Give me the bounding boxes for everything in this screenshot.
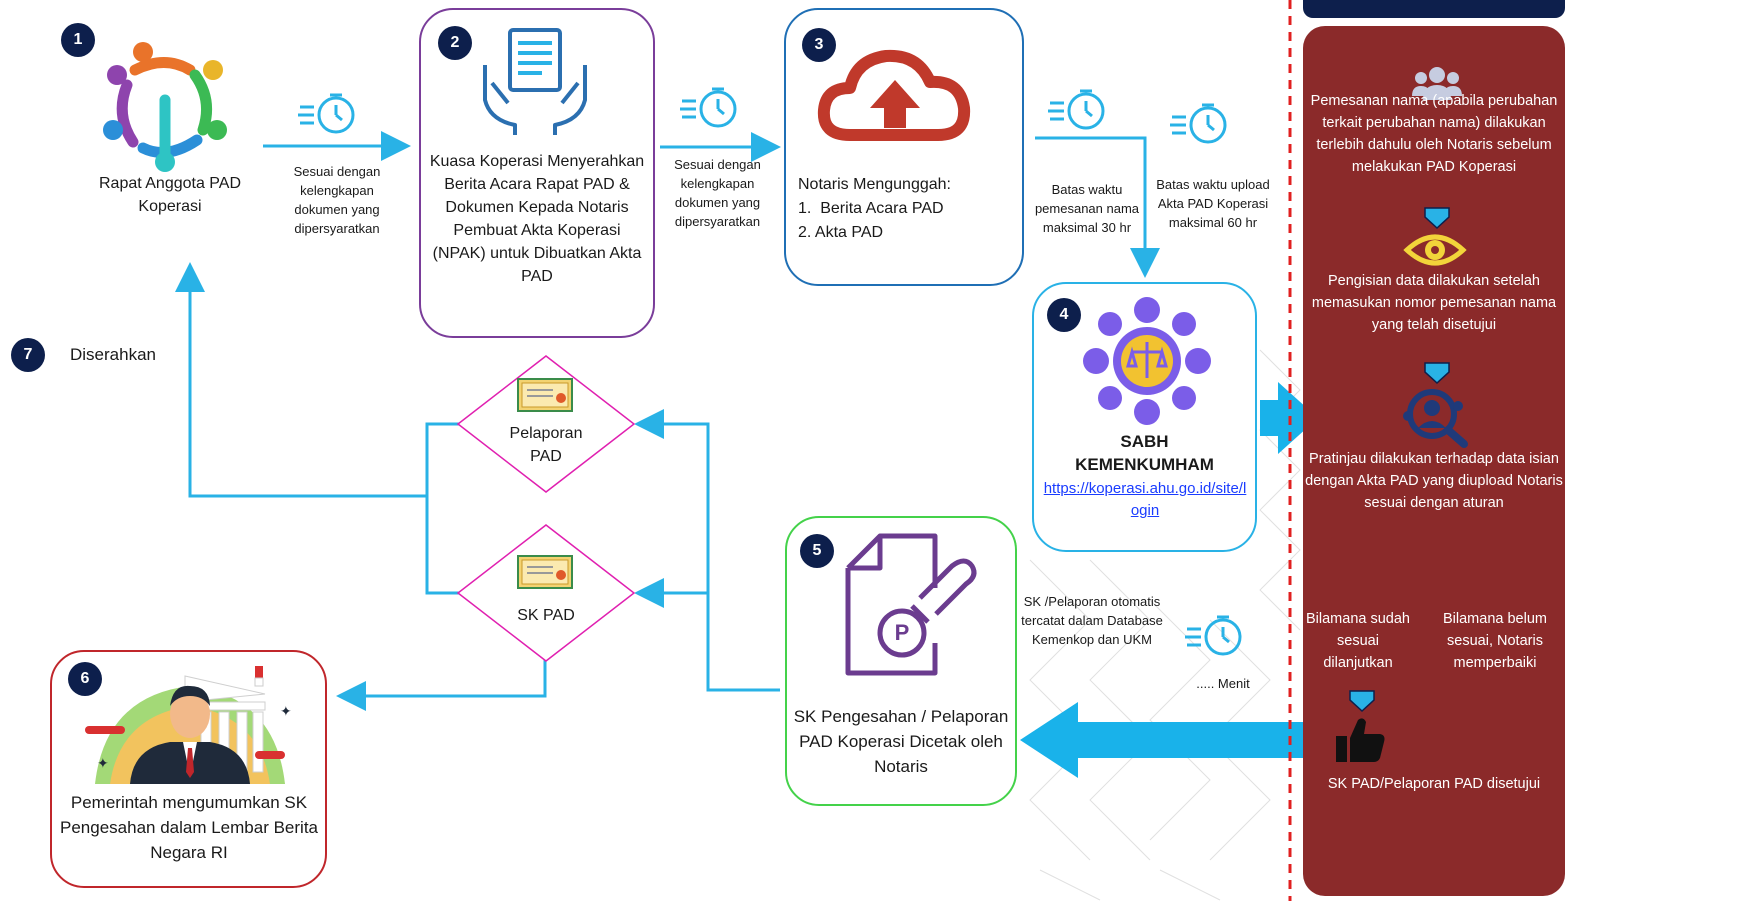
certificate-icon (517, 378, 573, 412)
users-icon (1412, 67, 1462, 100)
certificate-icon (517, 555, 573, 589)
search-user-icon (1403, 389, 1468, 448)
arrow-back-to-1 (175, 262, 427, 498)
step-3-item-2: 2. Akta PAD (798, 224, 884, 241)
sabh-login-link[interactable]: https://koperasi.ahu.go.id/site/login (1040, 478, 1250, 522)
step-2-badge: 2 (438, 26, 472, 60)
timer-icon (680, 87, 737, 128)
note-3: Batas waktu pemesanan nama maksimal 30 h… (1034, 182, 1140, 235)
timer-icon (1048, 89, 1105, 130)
sabh-login-link-text[interactable]: https://koperasi.ahu.go.id/site/login (1043, 480, 1247, 519)
note-5: SK /Pelaporan otomatis tercatat dalam Da… (1021, 594, 1163, 647)
arrow-diamonds-left (425, 422, 459, 595)
timer-icon (1185, 615, 1242, 656)
kemenkumham-logo-icon (1083, 297, 1211, 425)
diamond-sk-pad (456, 524, 636, 662)
diamond-pelaporan (456, 355, 636, 493)
thumbs-up-icon (1336, 718, 1385, 762)
arrow-to-pelaporan (634, 409, 710, 593)
note-4: Batas waktu upload Akta PAD Koperasi mak… (1156, 177, 1270, 230)
arrow-5-diamonds (634, 578, 780, 692)
step-3-item-1: 1. Berita Acara PAD (798, 200, 944, 217)
note-1: Sesuai dengan kelengkapan dokumen yang d… (293, 164, 381, 236)
note-2: Sesuai dengan kelengkapan dokumen yang d… (674, 157, 761, 229)
timer-icon (298, 93, 355, 134)
step-4-title-1: SABH (1120, 432, 1169, 451)
panel-step-final: SK PAD/Pelaporan PAD disetujui (1327, 776, 1541, 792)
step-5-badge: 5 (800, 534, 834, 568)
step-6-badge: 6 (68, 662, 102, 696)
timer-icon (1170, 103, 1227, 144)
panel-step-2: Pengisian data dilakukan setelah memasuk… (1311, 273, 1557, 333)
right-panel-header-tab (1303, 0, 1565, 18)
government-official-icon: ✦ ✦ (85, 666, 292, 784)
step-4-title-2: KEMENKUMHAM (1075, 455, 1214, 474)
step-3-badge: 3 (802, 28, 836, 62)
step-1-label: Rapat Anggota PAD Koperasi (98, 175, 242, 215)
note-6: ..... Menit (1196, 676, 1250, 691)
panel-step-3: Pratinjau dilakukan terhadap data isian … (1305, 451, 1563, 511)
thick-arrow-left (1020, 702, 1305, 778)
svg-text:✦: ✦ (97, 756, 109, 772)
diamond-sk-pad-label: SK PAD (517, 607, 575, 624)
down-arrow-icon (1424, 207, 1450, 230)
step-1-badge: 1 (61, 23, 95, 57)
down-arrow-icon (1424, 362, 1450, 385)
step-4-badge: 4 (1047, 298, 1081, 332)
community-people-icon (103, 42, 227, 172)
step-3-title: Notaris Mengunggah: (798, 176, 951, 193)
panel-step-1: Pemesanan nama (apabila perubahan terkai… (1310, 93, 1558, 175)
step-7-badge: 7 (11, 338, 45, 372)
eye-icon (1403, 234, 1467, 266)
cloud-upload-icon (817, 49, 971, 141)
diamond-pelaporan-label: Pelaporan PAD (509, 425, 583, 465)
panel-branch-yes: Bilamana sudah sesuai dilanjutkan (1306, 611, 1410, 671)
step-7-label: Diserahkan (70, 345, 156, 364)
panel-branch-no: Bilamana belum sesuai, Notaris memperbai… (1443, 611, 1547, 671)
step-6-label: Pemerintah mengumumkan SK Pengesahan dal… (60, 793, 318, 862)
stamp-document-icon: P (845, 533, 977, 676)
svg-text:P: P (895, 620, 910, 645)
arrow-3-4 (1035, 136, 1160, 278)
down-arrow-icon (1349, 690, 1375, 713)
svg-text:✦: ✦ (280, 704, 292, 720)
step-5-label: SK Pengesahan / Pelaporan PAD Koperasi D… (793, 707, 1009, 776)
step-2-label: Kuasa Koperasi Menyerahkan Berita Acara … (429, 153, 645, 285)
document-hands-icon (483, 28, 587, 135)
